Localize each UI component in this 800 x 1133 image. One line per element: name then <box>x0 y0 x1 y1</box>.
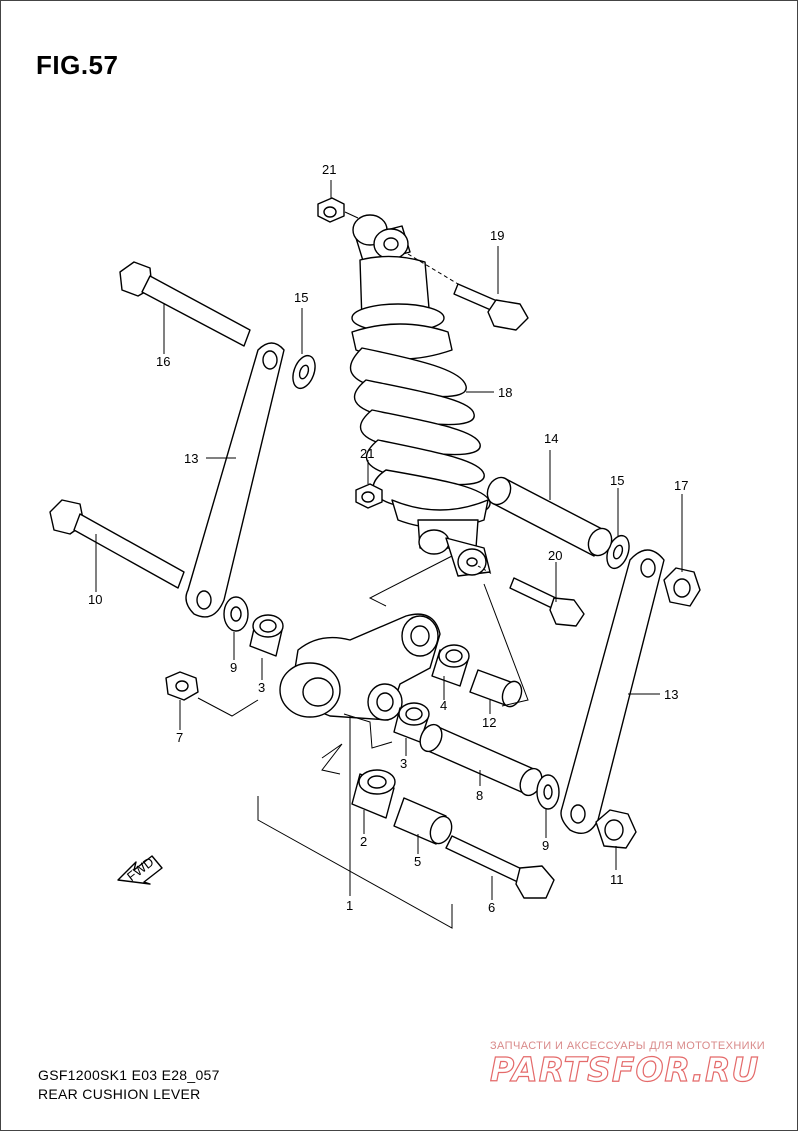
callout-13-left: 13 <box>184 451 198 466</box>
sleeve-5 <box>393 797 453 845</box>
bolt-6 <box>445 835 555 899</box>
callout-7: 7 <box>176 730 183 745</box>
callout-9-right: 9 <box>542 838 549 853</box>
callout-18: 18 <box>498 385 512 400</box>
callout-4: 4 <box>440 698 447 713</box>
callout-numbers: 21 19 15 16 18 13 21 14 15 17 20 10 9 3 … <box>88 162 688 915</box>
nut-11 <box>595 809 637 849</box>
drawing-code: GSF1200SK1 E03 E28_057 <box>38 1067 220 1083</box>
bolt-19 <box>453 283 529 331</box>
callout-15-right: 15 <box>610 473 624 488</box>
bearing-4 <box>431 644 470 687</box>
callout-17: 17 <box>674 478 688 493</box>
callout-2: 2 <box>360 834 367 849</box>
callout-16: 16 <box>156 354 170 369</box>
nut-17 <box>663 567 701 607</box>
watermark-tagline: ЗАПЧАСТИ И АКСЕССУАРЫ ДЛЯ МОТОТЕХНИКИ <box>490 1040 766 1052</box>
callout-3-left: 3 <box>258 680 265 695</box>
bolt-16 <box>119 261 251 347</box>
callout-8: 8 <box>476 788 483 803</box>
callout-9-left: 9 <box>230 660 237 675</box>
bearing-3-right <box>393 702 430 743</box>
callout-15-left: 15 <box>294 290 308 305</box>
callout-21-upper: 21 <box>322 162 336 177</box>
callout-10: 10 <box>88 592 102 607</box>
washer-9-right <box>536 774 560 810</box>
nut-7 <box>165 671 199 701</box>
cushion-lever <box>279 613 441 721</box>
nut-21-upper <box>317 197 345 223</box>
callout-6: 6 <box>488 900 495 915</box>
nut-21-lower <box>355 483 383 509</box>
callout-5: 5 <box>414 854 421 869</box>
callout-21-lower: 21 <box>360 446 374 461</box>
rod-13-right <box>560 549 665 834</box>
fwd-arrow <box>117 855 163 885</box>
callout-11: 11 <box>610 872 624 887</box>
figure-title: FIG.57 <box>36 50 119 80</box>
bolt-20 <box>509 577 585 627</box>
callout-14: 14 <box>544 431 558 446</box>
washer-15-right <box>606 534 630 570</box>
callout-12: 12 <box>482 715 496 730</box>
callout-3-right: 3 <box>400 756 407 771</box>
callout-20: 20 <box>548 548 562 563</box>
bearing-2 <box>351 769 396 819</box>
bearing-3-left <box>249 614 284 657</box>
callout-1: 1 <box>346 898 353 913</box>
washer-9-left <box>223 596 249 632</box>
rod-13-left <box>185 342 285 618</box>
washer-15-left <box>292 354 316 390</box>
sleeve-12 <box>469 669 523 708</box>
callout-13-right: 13 <box>664 687 678 702</box>
bolt-10 <box>49 499 185 589</box>
spacer-14 <box>486 476 613 557</box>
shock-absorber <box>349 214 491 577</box>
spacer-8 <box>419 723 543 797</box>
watermark-logo: PARTSFOR.RU <box>489 1049 760 1089</box>
callout-19: 19 <box>490 228 504 243</box>
drawing-name: REAR CUSHION LEVER <box>38 1086 201 1102</box>
leader-lines <box>95 180 683 929</box>
